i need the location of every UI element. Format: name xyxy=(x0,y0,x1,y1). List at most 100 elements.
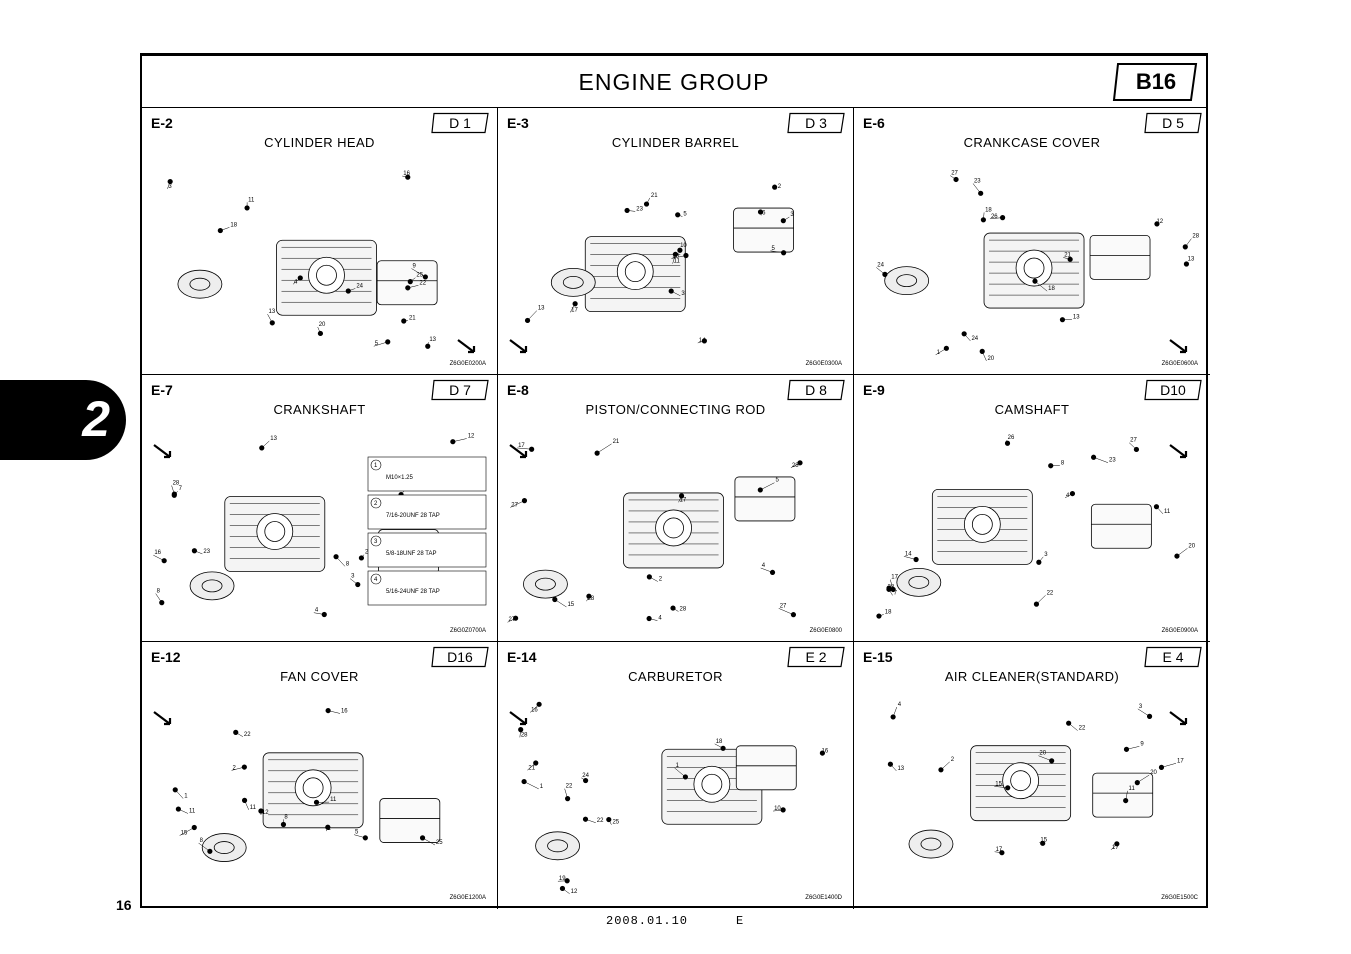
page-ref-badge[interactable]: D 5 xyxy=(1143,112,1203,134)
svg-text:5: 5 xyxy=(355,830,359,836)
footer-code: E xyxy=(736,914,744,928)
svg-text:18: 18 xyxy=(885,609,892,615)
svg-text:8: 8 xyxy=(157,589,161,595)
svg-text:4: 4 xyxy=(658,616,662,622)
svg-text:M10×1.25: M10×1.25 xyxy=(386,475,414,481)
drawing-code: Z6G0E0300A xyxy=(806,361,842,367)
svg-text:11: 11 xyxy=(674,259,681,265)
svg-text:9: 9 xyxy=(412,263,416,269)
svg-text:13: 13 xyxy=(269,309,276,315)
svg-text:17: 17 xyxy=(1112,845,1119,851)
svg-text:25: 25 xyxy=(416,273,423,279)
svg-text:24: 24 xyxy=(877,262,884,268)
page-ref-badge[interactable]: D 3 xyxy=(786,112,846,134)
svg-text:27: 27 xyxy=(509,617,516,623)
svg-text:1: 1 xyxy=(184,794,188,800)
svg-text:5: 5 xyxy=(375,341,379,347)
drawing-code: Z6G0E1200A xyxy=(450,895,486,901)
section-title: CYLINDER HEAD xyxy=(264,135,375,150)
chapter-tab: 2 xyxy=(0,380,126,460)
page-ref: D16 xyxy=(447,649,473,665)
svg-text:23: 23 xyxy=(636,206,643,212)
section-id: E-12 xyxy=(151,649,181,665)
svg-text:4: 4 xyxy=(315,608,319,614)
svg-text:2: 2 xyxy=(951,757,955,763)
svg-text:28: 28 xyxy=(1192,234,1199,240)
svg-text:22: 22 xyxy=(419,280,426,286)
svg-text:22: 22 xyxy=(1079,726,1086,732)
page-header: ENGINE GROUP B16 xyxy=(142,56,1206,108)
svg-text:28: 28 xyxy=(588,596,595,602)
page-ref-badge[interactable]: E 4 xyxy=(1143,646,1203,668)
svg-text:25: 25 xyxy=(436,840,443,846)
svg-text:4: 4 xyxy=(1066,493,1070,499)
svg-text:17: 17 xyxy=(1177,758,1184,764)
page-ref: E 2 xyxy=(805,649,827,665)
page-ref-badge[interactable]: D10 xyxy=(1143,379,1203,401)
svg-text:5/8-18UNF 28 TAP: 5/8-18UNF 28 TAP xyxy=(386,551,436,557)
svg-text:21: 21 xyxy=(1064,252,1071,258)
svg-text:17: 17 xyxy=(571,307,578,313)
section-id: E-7 xyxy=(151,382,173,398)
svg-text:9: 9 xyxy=(1140,741,1144,747)
svg-text:7/16-20UNF 28 TAP: 7/16-20UNF 28 TAP xyxy=(386,513,440,519)
section-title: CARBURETOR xyxy=(628,669,723,684)
svg-text:3: 3 xyxy=(374,539,378,545)
group-code: B16 xyxy=(1135,69,1177,94)
page-ref-badge[interactable]: E 2 xyxy=(786,646,846,668)
section-e-3[interactable]: E-3 D 3 CYLINDER BARREL 6213201113175102… xyxy=(498,108,854,375)
section-e-7[interactable]: E-7 D 7 CRANKSHAFT 128282813782016114311… xyxy=(142,375,498,642)
svg-text:5: 5 xyxy=(775,478,779,484)
section-e-9[interactable]: E-9 D10 CAMSHAFT 17232681428277222031118… xyxy=(854,375,1210,642)
svg-text:14: 14 xyxy=(905,551,912,557)
svg-text:24: 24 xyxy=(582,773,589,779)
svg-text:22: 22 xyxy=(244,732,251,738)
svg-text:13: 13 xyxy=(538,306,545,312)
page-ref-badge[interactable]: D 1 xyxy=(430,112,490,134)
svg-text:3: 3 xyxy=(168,184,172,190)
svg-text:27: 27 xyxy=(1130,438,1137,444)
svg-text:18: 18 xyxy=(985,207,992,213)
svg-text:11: 11 xyxy=(250,805,257,811)
page-ref: D 1 xyxy=(449,115,471,131)
page-ref-badge[interactable]: D 8 xyxy=(786,379,846,401)
section-id: E-3 xyxy=(507,115,529,131)
svg-text:19: 19 xyxy=(559,876,566,882)
svg-text:24: 24 xyxy=(356,283,363,289)
svg-text:16: 16 xyxy=(822,749,829,755)
svg-text:21: 21 xyxy=(613,439,620,445)
svg-text:16: 16 xyxy=(341,708,348,714)
svg-text:3: 3 xyxy=(1139,704,1143,710)
diagram-linework: 6213201113175102523314 xyxy=(509,184,794,354)
page-ref-badge[interactable]: D 7 xyxy=(430,379,490,401)
svg-text:7: 7 xyxy=(179,486,183,492)
svg-text:8: 8 xyxy=(200,838,204,844)
svg-text:8: 8 xyxy=(1061,461,1065,467)
svg-text:27: 27 xyxy=(780,603,787,609)
svg-text:12: 12 xyxy=(571,889,578,895)
svg-text:13: 13 xyxy=(897,766,904,772)
svg-text:1: 1 xyxy=(327,826,331,832)
svg-text:11: 11 xyxy=(189,808,196,814)
page-ref-badge[interactable]: D16 xyxy=(430,646,490,668)
svg-text:17: 17 xyxy=(518,443,525,449)
page-ref: D10 xyxy=(1160,382,1186,398)
svg-text:4: 4 xyxy=(294,279,298,285)
svg-text:22: 22 xyxy=(566,784,573,790)
svg-text:12: 12 xyxy=(468,434,475,440)
svg-text:3: 3 xyxy=(790,212,794,218)
svg-text:20: 20 xyxy=(319,322,326,328)
svg-text:21: 21 xyxy=(528,765,535,771)
svg-text:2: 2 xyxy=(233,765,237,771)
